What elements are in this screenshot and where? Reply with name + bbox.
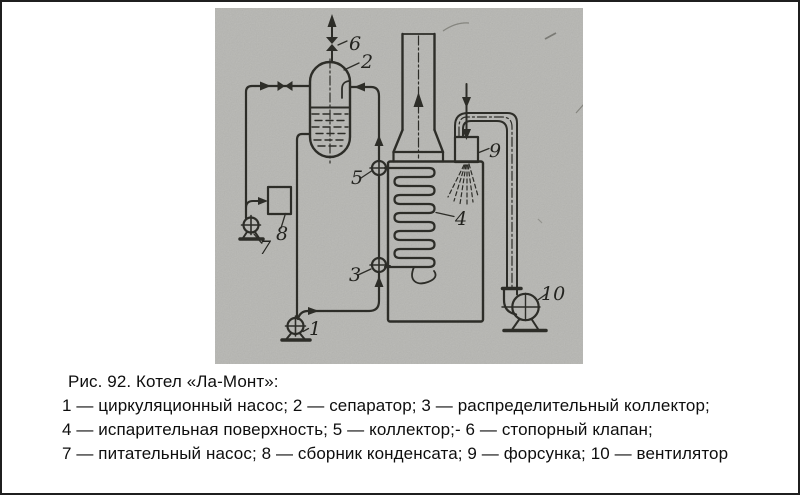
flow-arrow-icon [374,135,384,146]
fan-symbol [501,288,548,333]
riser-pipe [348,82,384,260]
chimney [392,32,445,163]
callout-10: 10 [541,283,565,305]
callout-2: 2 [360,51,373,73]
callout-9: 9 [489,140,501,162]
callout-6: 6 [349,33,361,55]
boiler-body [386,160,485,323]
air-duct-pipe [454,112,523,291]
burner-nozzle [447,83,480,207]
scanned-diagram: 1 2 3 4 5 6 7 8 9 10 [215,8,583,364]
up-arrow-icon [413,92,424,107]
callout-3: 3 [349,264,361,286]
separator-vessel [308,58,352,164]
downcomer-pipe [295,132,312,320]
fan-volute [502,288,518,316]
callout-7: 7 [259,237,272,259]
flow-arrow-icon [308,307,319,315]
down-arrow-icon [462,129,471,140]
callout-5: 5 [351,167,363,189]
callout-4: 4 [454,208,467,230]
callout-1: 1 [309,318,321,340]
stop-valve [326,14,338,63]
figure-caption: Рис. 92. Котел «Ла-Монт»: 1 — циркуляцио… [62,370,772,466]
separator-inlet-dip-tube [341,80,351,99]
condensate-collector-box [266,185,293,216]
feed-pump-symbol [238,214,265,241]
legend-line-3: 7 — питательный насос; 8 — сборник конде… [62,444,729,463]
legend-line-1: 1 — циркуляционный насос; 2 — сепаратор;… [62,396,710,415]
legend-line-2: 4 — испарительная поверхность; 5 — колле… [62,420,653,439]
up-arrow-icon [327,14,337,27]
circulation-discharge-pipe [296,270,384,321]
fuel-spray [447,163,479,207]
callout-8: 8 [276,223,288,245]
figure-title: Рис. 92. Котел «Ла-Монт»: [68,372,279,391]
callout-leader-lines [253,40,548,333]
circulation-pump-symbol [280,315,312,342]
water-hatching [311,113,349,147]
feed-valve-icon [277,81,293,91]
condensate-branch-pipe [245,197,268,209]
coil-outlet-hook [411,266,437,285]
duct-centerline [458,116,513,288]
scan-artifacts [442,22,583,224]
flow-arrow-icon [260,81,271,91]
flow-arrow-icon [258,197,268,205]
feed-pipe-left [244,81,312,220]
callout-numbers: 1 2 3 4 5 6 7 8 9 10 [259,33,565,340]
flow-arrow-icon [354,82,365,92]
flow-arrow-icon [374,276,384,287]
down-arrow-icon [462,97,471,108]
evaporating-coil [383,166,437,285]
